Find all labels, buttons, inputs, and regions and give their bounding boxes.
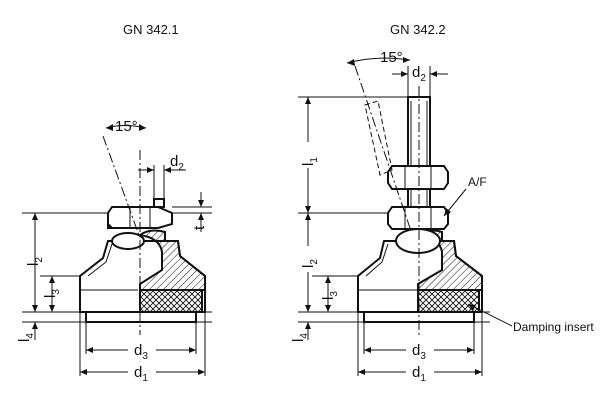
angle-arrow-l1 <box>106 124 113 131</box>
l3-label-right: l3 <box>320 291 340 300</box>
d3-label-bg <box>128 340 156 356</box>
t-arrow-1 <box>198 200 204 207</box>
damping-leader <box>467 303 513 327</box>
hex-nut-upper-right <box>387 165 449 190</box>
ball-joint-left <box>111 232 145 250</box>
angle-arrow-r2 <box>403 57 410 63</box>
title-gn-342-1: GN 342.1 <box>123 22 179 37</box>
d2-label-left: d2 <box>170 153 184 173</box>
l1-label: l1 <box>300 157 320 166</box>
d1-label-right: d1 <box>412 364 426 384</box>
base-section-hatch <box>137 229 206 291</box>
d1-label-bg <box>128 362 156 378</box>
d1-label-left: d1 <box>134 364 148 384</box>
damping-insert-label: Damping insert <box>513 320 594 334</box>
l1-arrow-bottom <box>305 206 311 213</box>
d2-arrow-right-1 <box>401 71 408 77</box>
l3-label-left: l3 <box>42 289 62 298</box>
tilt-axis-right <box>354 65 411 229</box>
d2-arrow-left-2 <box>164 167 171 173</box>
l2-label-bg-right <box>302 246 316 272</box>
d3-label-right: d3 <box>412 342 426 362</box>
base-inner-taper <box>87 243 113 277</box>
title-gn-342-2: GN 342.2 <box>390 22 446 37</box>
angle-arrow-l2 <box>139 124 146 131</box>
d3-arrow-l <box>86 347 93 353</box>
l3-arrow-top-right <box>325 276 331 283</box>
d1-arrow-r-right <box>475 369 482 375</box>
l3-arrow-bottom-right <box>325 305 331 312</box>
l1-arrow-top <box>305 97 311 104</box>
t-arrow-2 <box>198 213 204 220</box>
d3-arrow-l-right <box>364 347 371 353</box>
damping-insert-left <box>139 289 203 313</box>
l4-arrow <box>32 322 38 329</box>
t-label: t <box>191 225 208 230</box>
l2-label-left: l2 <box>25 257 45 266</box>
l2-arrow-top-right <box>305 213 311 220</box>
d3-label-left: d3 <box>134 342 148 362</box>
base-inner-taper-right <box>365 243 389 277</box>
damping-leader-arrow <box>468 304 476 311</box>
l3-arrow-top <box>49 276 55 283</box>
left-view: 15° d2 t l2 l3 l4 <box>16 118 212 384</box>
d3-arrow-r <box>189 347 196 353</box>
l2-label-right: l2 <box>300 259 320 268</box>
d1-arrow-l-right <box>358 369 365 375</box>
thread-stub-left <box>153 198 165 208</box>
tilt-axis-left <box>102 135 141 239</box>
bottom-pad-left <box>85 311 197 323</box>
af-leader-arrow <box>444 208 451 216</box>
hex-nut-lower-right <box>387 206 449 230</box>
d1-label-bg-right <box>406 362 434 378</box>
l4-label-left: l4 <box>16 333 36 342</box>
af-label: A/F <box>468 175 487 189</box>
l3-arrow-bottom <box>49 305 55 312</box>
d3-label-bg-right <box>406 340 434 356</box>
d1-arrow-r <box>198 369 205 375</box>
right-view: 15° d2 l1 l2 l3 l4 <box>290 49 594 384</box>
d3-arrow-r-right <box>467 347 474 353</box>
d2-arrow-right-2 <box>430 71 437 77</box>
ball-joint-right <box>395 228 441 254</box>
l2-arrow-top <box>32 213 38 220</box>
angle-label-left: 15° <box>115 118 138 135</box>
l4-label-right: l4 <box>290 333 310 342</box>
l1-label-bg <box>302 142 316 168</box>
d2-label-right: d2 <box>412 64 426 84</box>
damping-insert-right <box>417 289 480 313</box>
l4-arrow-right <box>305 322 311 329</box>
angle-arrow-r1 <box>347 59 355 66</box>
d2-arrow-left-1 <box>147 167 154 173</box>
tilted-rod-hidden <box>364 100 393 176</box>
d1-arrow-l <box>80 369 87 375</box>
angle-label-right: 15° <box>380 49 403 66</box>
